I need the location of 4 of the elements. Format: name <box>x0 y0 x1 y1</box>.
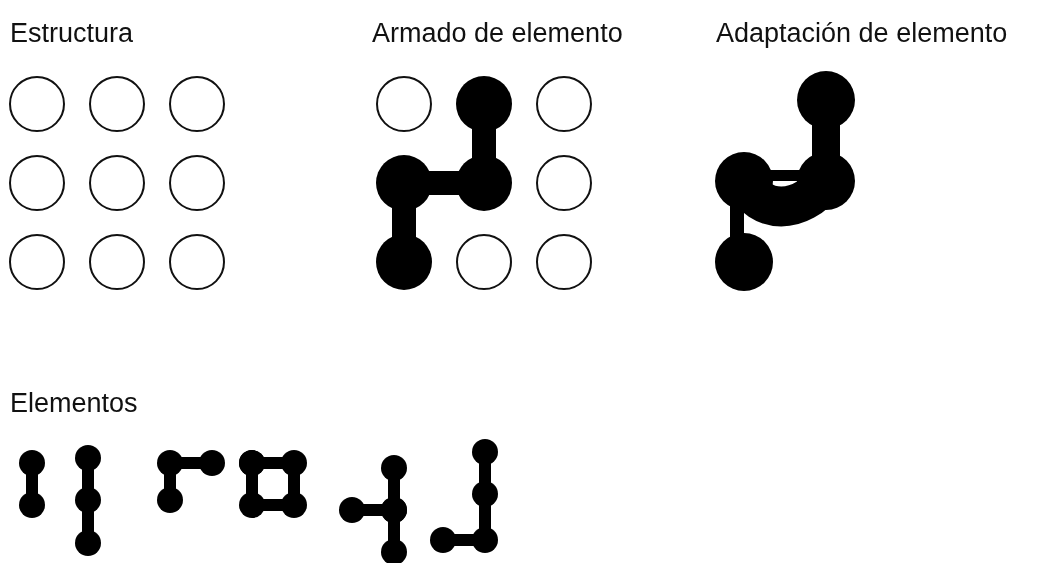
section-heading: Adaptación de elemento <box>716 18 1008 49</box>
section-heading: Elementos <box>10 388 138 419</box>
section-heading: Estructura <box>10 18 134 49</box>
section-heading: Armado de elemento <box>372 18 623 49</box>
